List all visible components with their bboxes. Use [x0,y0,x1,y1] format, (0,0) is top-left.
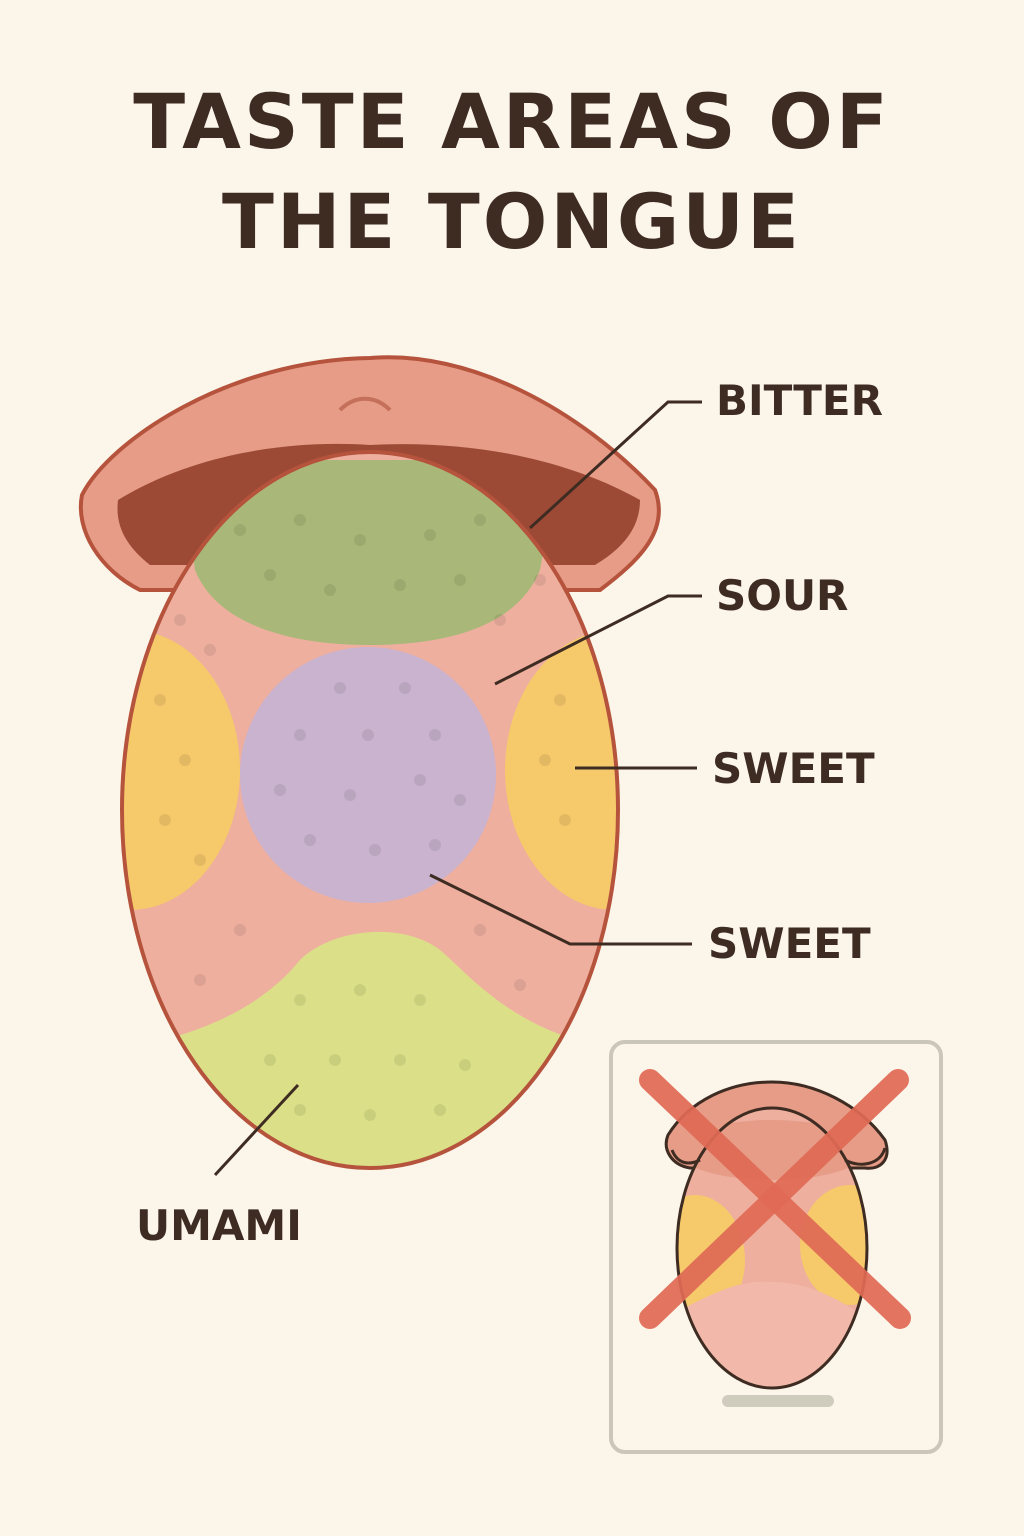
cross-line-2 [639,1069,909,1329]
label-sour: SOUR [716,571,848,620]
inset-lip-corners [670,1147,887,1166]
lip-crease [338,396,392,412]
page-title: TASTE AREAS OF THE TONGUE [0,72,1024,272]
sweet-zone-left [122,630,240,910]
crossed-out-tongue-map-icon [609,1040,943,1454]
label-sweet-side: SWEET [712,744,875,793]
label-umami: UMAMI [136,1201,302,1250]
leader-line-umami [213,1083,300,1177]
leader-line-sour [494,594,702,686]
sour-zone [240,647,496,903]
tongue [120,450,620,1170]
label-sweet-center: SWEET [708,919,871,968]
leader-lines [213,400,702,1177]
leader-line-bitter [528,400,702,530]
tongue-outline [120,450,620,1170]
title-line-2: THE TONGUE [222,177,802,266]
leader-line-sweet-center [429,873,692,946]
bitter-zone [180,460,560,645]
taste-bud-dots [154,514,571,1121]
label-bitter: BITTER [716,376,883,425]
inset-caption-bar [722,1395,834,1407]
title-line-1: TASTE AREAS OF [133,77,891,166]
